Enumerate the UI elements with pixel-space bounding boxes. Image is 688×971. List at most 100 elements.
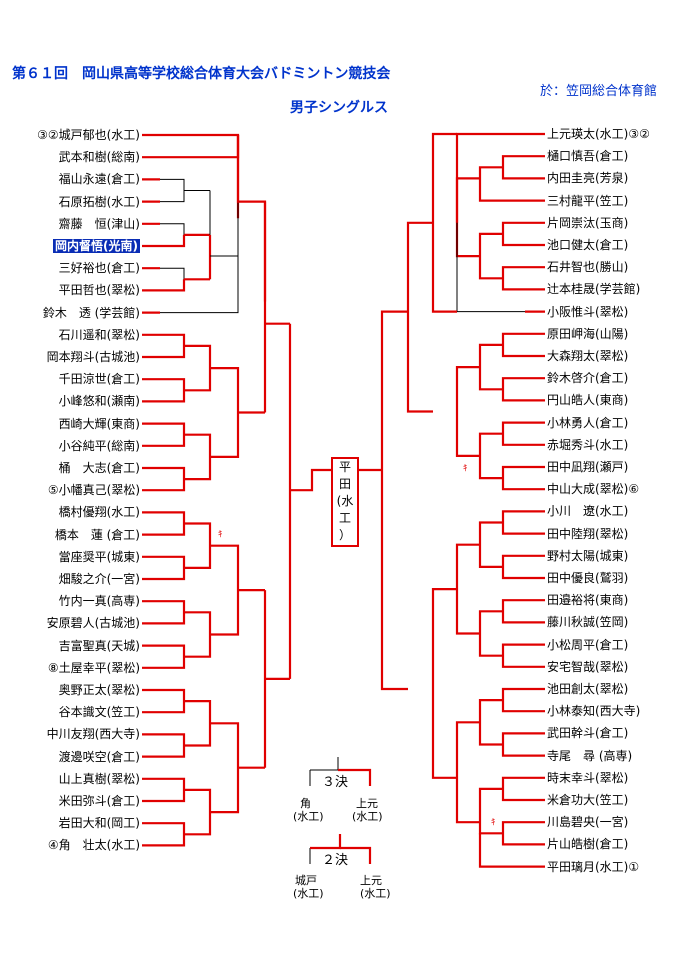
bracket-line <box>310 834 342 850</box>
left-player-name: ⑧土屋幸平(翠松) <box>47 660 140 675</box>
left-player-name: 石原拓樹(水工) <box>58 194 140 209</box>
bracket-line <box>431 132 457 313</box>
bracket-line <box>290 468 331 492</box>
left-player-name: 畑駿之介(一宮) <box>58 572 140 586</box>
third-place-label: ３決 <box>322 775 349 790</box>
third-place-left-school: (水工) <box>293 810 324 823</box>
bracket-line <box>160 234 186 248</box>
right-player-name: 中山大成(翠松)⑥ <box>547 482 640 497</box>
bracket-line <box>501 510 525 535</box>
left-player-name: 谷本識文(笠工) <box>58 705 140 720</box>
final-label: ２決 <box>322 853 349 868</box>
tournament-title: 第６１回 岡山県高等学校総合体育大会バドミントン競技会 <box>12 66 391 82</box>
bracket-line <box>478 698 503 746</box>
third-place-right-school: (水工) <box>352 810 383 823</box>
right-player-name: 平田璃月(水工)① <box>547 859 640 874</box>
bracket-line <box>160 267 185 291</box>
left-player-name: 橋本 蓮 (倉工) <box>54 527 140 542</box>
right-player-name: 田中凪翔(瀬戸) <box>547 460 629 474</box>
champion-char: ） <box>338 528 351 542</box>
left-player-name: ④角 壮太(水工) <box>47 838 140 853</box>
left-player-name: 三好裕也(倉工) <box>58 261 140 276</box>
right-player-name: 田邉裕将(東商) <box>547 593 629 608</box>
right-player-name: 大森翔太(翠松) <box>547 349 629 363</box>
champion-box: 平 田 (水 工 ） <box>331 457 359 547</box>
bracket-line <box>501 643 525 668</box>
left-player-name: 西崎大輝(東商) <box>58 416 140 431</box>
bracket-line <box>160 600 186 625</box>
right-player-name: 小林泰知(西大寺) <box>547 704 641 719</box>
bracket-line <box>478 232 503 280</box>
bracket-line <box>210 367 240 458</box>
event-title: 男子シングルス <box>290 100 388 116</box>
bracket-line <box>478 343 503 391</box>
bracket-line <box>160 511 186 536</box>
left-player-name: 竹内一真(高専) <box>58 594 140 609</box>
left-player-name: 桶 大志(倉工) <box>58 461 140 475</box>
bracket-line <box>160 133 240 159</box>
bracket-line <box>501 687 525 713</box>
bracket-line <box>160 466 186 492</box>
champion-char: 工 <box>338 511 351 525</box>
final-left-school: (水工) <box>293 887 324 900</box>
right-player-name: 内田圭亮(芳泉) <box>547 171 629 186</box>
bracket-line <box>184 611 212 658</box>
bracket-line <box>338 768 372 786</box>
bracket-line <box>340 846 372 864</box>
right-player-name: 小林勇人(倉工) <box>547 415 629 430</box>
highlighted-player: 岡内督悟(光南) <box>53 239 140 253</box>
bracket-line <box>478 610 503 657</box>
right-player-name: 円山皓人(東商) <box>547 393 629 408</box>
left-player-name: 石川遥和(翠松) <box>58 327 140 342</box>
right-player-name: 武田幹斗(倉工) <box>547 726 629 741</box>
left-player-name: 鈴木 透 (学芸館) <box>42 305 140 320</box>
bracket-line <box>501 821 525 846</box>
right-player-name: 片山皓樹(倉工) <box>547 837 629 852</box>
bracket-line <box>478 833 525 868</box>
right-player-name: 池田創太(翠松) <box>547 682 629 696</box>
final-right-school: (水工) <box>360 887 391 900</box>
withdrawal-mark: ｷ <box>218 530 223 540</box>
left-player-name: 岩田大和(岡工) <box>58 816 140 831</box>
right-player-name: 上元瑛太(水工)③② <box>547 127 650 141</box>
left-player-name: 福山永遠(倉工) <box>58 172 140 187</box>
bracket-line <box>478 166 503 202</box>
right-player-name: 川島碧央(一宮) <box>547 815 629 830</box>
right-player-name: 寺尾 尋 (高専) <box>547 748 633 763</box>
bracket-line <box>210 544 240 636</box>
bracket-line <box>184 788 212 836</box>
bracket-line <box>501 554 525 580</box>
bracket-line <box>160 777 186 803</box>
bracket-line <box>501 465 525 491</box>
bracket-line <box>501 599 525 624</box>
right-player-name: 米倉功大(笠工) <box>547 793 629 807</box>
bracket-line <box>160 157 239 314</box>
bracket-line <box>160 733 186 758</box>
left-player-name: 中川友翔(西大寺) <box>46 727 140 742</box>
bracket-line <box>455 366 480 457</box>
left-player-name: 齋藤 恒(津山) <box>58 216 140 231</box>
right-player-name: 野村太陽(城東) <box>547 548 629 563</box>
bracket-line <box>310 757 339 771</box>
left-player-name: 岡内督悟(光南) <box>53 238 140 254</box>
bracket-line <box>501 776 525 802</box>
left-player-name: 山上真樹(翠松) <box>58 771 140 786</box>
right-player-name: 石井智也(勝山) <box>547 260 629 275</box>
right-player-name: 片岡崇汰(玉商) <box>547 215 629 230</box>
bracket-line <box>501 155 525 180</box>
left-player-name: 橋村優翔(水工) <box>58 505 140 520</box>
bracket-line <box>160 688 186 714</box>
bracket-line <box>478 521 503 569</box>
third-place-right-name: 上元 <box>356 797 378 810</box>
right-player-name: 池口健太(倉工) <box>547 238 629 252</box>
bracket-line <box>184 433 212 481</box>
right-player-name: 田中陸翔(翠松) <box>547 526 629 541</box>
withdrawal-mark: ｷ <box>491 818 496 828</box>
right-player-name: 小松周平(倉工) <box>547 637 629 652</box>
bracket-line <box>478 432 503 480</box>
left-player-name: 小峰悠和(瀬南) <box>58 394 140 409</box>
bracket-line <box>501 332 525 358</box>
right-player-name: 原田岬海(山陽) <box>547 326 629 341</box>
bracket-line <box>236 135 267 302</box>
